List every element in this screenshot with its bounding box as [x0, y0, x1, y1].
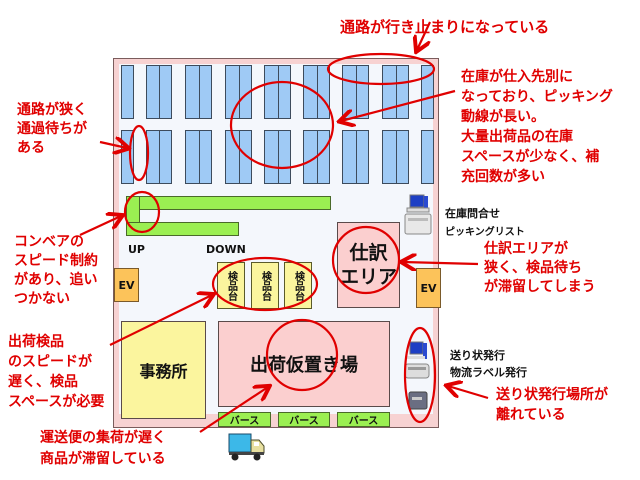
annotation-inspection-speed: 出荷検品 のスピードが 遅く、検品 スペースが必要 — [8, 334, 105, 410]
inspection-table: 検品台 — [284, 262, 312, 309]
highlight-label-station — [403, 326, 437, 424]
highlight-narrow-aisle — [128, 124, 150, 182]
highlight-picking-area — [229, 80, 335, 170]
rack — [146, 130, 172, 184]
computer-printer-icon — [404, 194, 432, 235]
highlight-sorting-area — [331, 225, 401, 295]
elevator-right: EV — [416, 268, 441, 308]
rack — [121, 65, 134, 119]
rack — [264, 130, 291, 184]
elevator-left: EV — [114, 268, 139, 302]
rack — [382, 130, 409, 184]
office: 事務所 — [121, 321, 206, 419]
rack — [421, 130, 434, 184]
conveyor-down-label: DOWN — [206, 243, 246, 256]
shipping-staging-area: 出荷仮置き場 — [218, 321, 390, 407]
terminal-label-waybill: 送り状発行 — [450, 349, 505, 362]
annotation-label-location: 送り状発行場所が 離れている — [496, 387, 608, 423]
highlight-conveyor — [123, 190, 161, 234]
terminal-label-picking: ピッキングリスト — [445, 227, 525, 238]
inspection-table: 検品台 — [251, 262, 279, 309]
annotation-narrow-aisle: 通路が狭く 通過待ちが ある — [17, 102, 87, 156]
rack — [264, 65, 291, 119]
highlight-inspection-tables — [211, 256, 319, 312]
berth: バース — [278, 412, 330, 427]
annotation-sorting-area: 仕訳エリアが 狭く、検品待ち が滞留してしまう — [484, 241, 596, 295]
label-printer-station-icon — [404, 341, 430, 410]
annotation-carrier-pickup: 運送便の集荷が遅く 商品が滞留している — [40, 430, 166, 467]
rack — [225, 65, 252, 119]
highlight-shipping-staging — [265, 318, 339, 392]
rack — [342, 130, 369, 184]
terminal-label-inventory: 在庫問合せ — [445, 207, 500, 220]
conveyor-up-label: UP — [128, 243, 145, 256]
annotation-dead-end-aisle: 通路が行き止まりになっている — [340, 18, 550, 36]
rack — [185, 130, 212, 184]
terminal-label-logistics-label: 物流ラベル発行 — [450, 366, 527, 379]
rack — [185, 65, 212, 119]
berth: バース — [337, 412, 390, 427]
annotation-picking-route: 在庫が仕入先別に なっており、ピッキング 動線が長い。 大量出荷品の在庫 スペー… — [461, 69, 613, 185]
berth: バース — [218, 412, 271, 427]
truck-icon — [228, 433, 265, 461]
highlight-dead-end-aisle — [326, 52, 436, 86]
annotation-conveyor-speed: コンベアの スピード制約 があり、追い つかない — [14, 234, 98, 307]
rack — [146, 65, 172, 119]
